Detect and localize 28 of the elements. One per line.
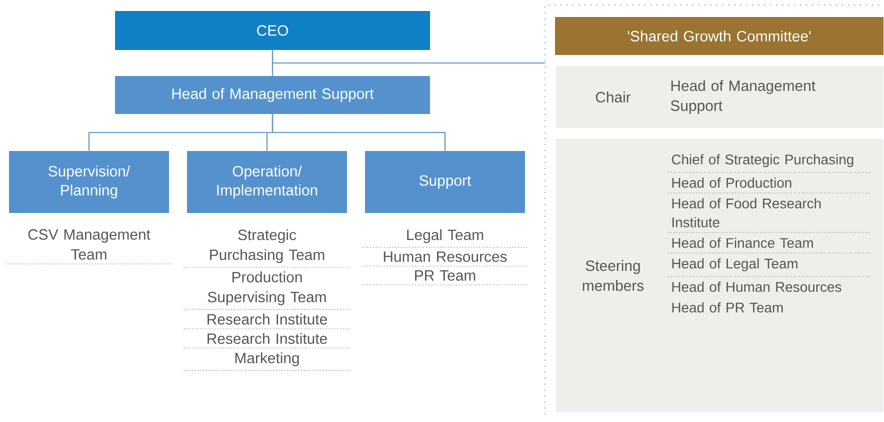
team-label: Human Resources (384, 252, 507, 262)
team-label: PR Team (415, 270, 476, 281)
org-box: Head of Management Support (115, 76, 430, 114)
team-label: Strategic Purchasing Team (210, 229, 324, 264)
committee-title-band: 'Shared Growth Committee' (555, 17, 884, 55)
org-box: CEO (115, 11, 430, 50)
dotted-frame (544, 4, 884, 415)
member-label: Head of Management Support (670, 80, 816, 114)
team-label: CSV Management Team (28, 229, 150, 260)
member-label: Head of Finance Team (672, 238, 813, 248)
member-label: Head of Food Research Institute (672, 198, 821, 228)
team-label: Research Institute (208, 332, 327, 344)
member-label: Chief of Strategic Purchasing (672, 154, 854, 168)
role-label: Chair (596, 92, 631, 102)
member-label: Head of PR Team (672, 302, 783, 312)
team-label: Research Institute (208, 314, 327, 325)
connector-line (272, 50, 545, 64)
department-box: Supervision/ Planning (9, 151, 169, 213)
role-label: Steering members (582, 260, 644, 291)
team-label: Marketing (235, 352, 299, 366)
team-label: Legal Team (407, 229, 484, 244)
connector-line (272, 114, 446, 151)
department-box: Support (365, 151, 525, 213)
department-box: Operation/ Implementation (187, 151, 347, 213)
member-label: Head of Production (672, 178, 792, 188)
member-label: Head of Human Resources (672, 282, 842, 292)
team-label: Production Supervising Team (208, 271, 326, 306)
member-label: Head of Legal Team (672, 258, 798, 272)
